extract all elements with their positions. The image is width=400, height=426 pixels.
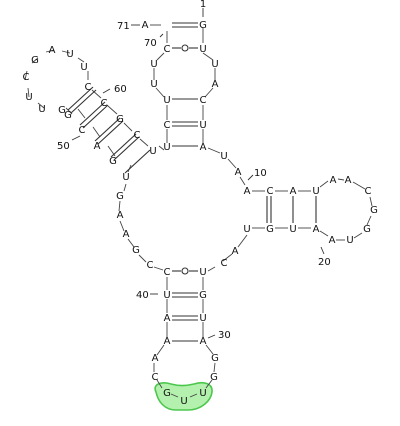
nucleotide-41[interactable]: C (164, 267, 171, 278)
nucleotide-59[interactable]: U (80, 62, 87, 73)
nucleotide-54[interactable]: U (25, 92, 32, 103)
position-label-70: 70 (144, 38, 157, 49)
nucleotide-46[interactable]: G (116, 191, 124, 202)
nucleotide-6[interactable]: U (199, 120, 206, 131)
position-label-10: 10 (254, 168, 267, 179)
nucleotide-58[interactable]: U (66, 49, 73, 60)
nucleotide-17[interactable]: G (370, 205, 378, 216)
position-label-30: 30 (218, 330, 231, 341)
position-label-20: 20 (318, 257, 331, 268)
nucleotide-letters: G U U A C U A U A A C A U A A C G G U A … (23, 20, 378, 407)
nucleotide-35[interactable]: G (163, 388, 171, 399)
nucleotide-50[interactable]: C (79, 125, 86, 136)
nucleotide-65[interactable]: U (163, 142, 170, 153)
nucleotide-24[interactable]: U (243, 224, 250, 235)
nucleotide-13[interactable]: U (312, 186, 319, 197)
nucleotide-26[interactable]: C (221, 258, 228, 269)
nucleotide-51[interactable]: G (64, 110, 72, 121)
nucleotide-18[interactable]: G (363, 224, 371, 235)
nucleotide-56[interactable]: G (31, 55, 39, 66)
nucleotide-28[interactable]: G (199, 290, 207, 301)
position-label-60: 60 (114, 84, 127, 95)
nucleotide-4[interactable]: A (212, 79, 219, 90)
nucleotide-69[interactable]: U (150, 59, 157, 70)
position-ticks (71, 8, 325, 339)
nucleotide-25[interactable]: A (232, 246, 239, 257)
nucleotide-32[interactable]: G (210, 372, 218, 383)
nucleotide-38[interactable]: A (164, 336, 171, 347)
nucleotide-62[interactable]: G (116, 114, 124, 125)
nucleotide-44[interactable]: A (123, 229, 130, 240)
nucleotide-53[interactable]: U (38, 104, 45, 115)
position-label-40: 40 (136, 290, 149, 301)
nucleotide-20[interactable]: A (329, 235, 336, 246)
nucleotide-68[interactable]: U (150, 79, 157, 90)
nucleotide-47[interactable]: U (122, 172, 129, 183)
nucleotide-9[interactable]: A (235, 167, 242, 178)
position-labels: 1 71 70 60 50 10 20 30 40 (57, 0, 331, 341)
nucleotide-2[interactable]: U (199, 44, 206, 55)
nucleotide-15[interactable]: A (345, 175, 352, 186)
nucleotide-63[interactable]: C (134, 130, 141, 141)
nucleotide-64[interactable]: U (149, 146, 156, 157)
nucleotide-12[interactable]: A (290, 186, 297, 197)
nucleotide-52[interactable]: G (58, 105, 66, 116)
nucleotide-33[interactable]: U (199, 388, 206, 399)
nucleotide-23[interactable]: G (266, 224, 274, 235)
nucleotide-14[interactable]: A (330, 175, 337, 186)
nucleotide-31[interactable]: G (211, 353, 219, 364)
nucleotide-3[interactable]: U (211, 59, 218, 70)
nucleotide-48[interactable]: G (109, 156, 117, 167)
position-label-1: 1 (200, 0, 206, 10)
nucleotide-49[interactable]: A (94, 141, 101, 152)
nucleotide-29[interactable]: U (199, 313, 206, 324)
nucleotide-10[interactable]: A (244, 186, 251, 197)
nucleotide-37[interactable]: A (152, 353, 159, 364)
nucleotide-36[interactable]: C (152, 372, 159, 383)
backbone-lines (24, 24, 373, 398)
nucleotide-19[interactable]: U (346, 235, 353, 246)
nucleotide-66[interactable]: C (164, 120, 171, 131)
position-label-50: 50 (57, 141, 70, 152)
nucleotide-8[interactable]: U (220, 151, 227, 162)
nucleotide-60[interactable]: C (85, 82, 92, 93)
nucleotide-1[interactable]: G (199, 20, 207, 31)
base-pair-lines (67, 22, 317, 342)
nucleotide-42[interactable]: C (147, 260, 154, 271)
nucleotide-27[interactable]: U (199, 267, 206, 278)
nucleotide-30[interactable]: A (200, 336, 207, 347)
nucleotide-70[interactable]: C (164, 44, 171, 55)
nucleotide-34[interactable]: U (180, 396, 187, 407)
nucleotide-67[interactable]: U (163, 95, 170, 106)
position-label-71: 71 (117, 21, 130, 32)
nucleotide-40[interactable]: U (163, 290, 170, 301)
nucleotide-57[interactable]: A (49, 45, 56, 56)
nucleotide-43[interactable]: G (132, 245, 140, 256)
nucleotide-71[interactable]: A (142, 20, 149, 31)
highlighted-loop[interactable] (154, 381, 213, 411)
nucleotide-61[interactable]: C (101, 98, 108, 109)
nucleotide-21[interactable]: A (313, 224, 320, 235)
nucleotide-22[interactable]: U (289, 224, 296, 235)
nucleotide-5[interactable]: C (200, 95, 207, 106)
nucleotide-16[interactable]: C (365, 186, 372, 197)
nucleotide-45[interactable]: A (117, 210, 124, 221)
nucleotide-11[interactable]: C (267, 186, 274, 197)
nucleotide-39[interactable]: A (164, 313, 171, 324)
nucleotide-55[interactable]: C (23, 72, 30, 83)
nucleotide-7[interactable]: A (200, 142, 207, 153)
